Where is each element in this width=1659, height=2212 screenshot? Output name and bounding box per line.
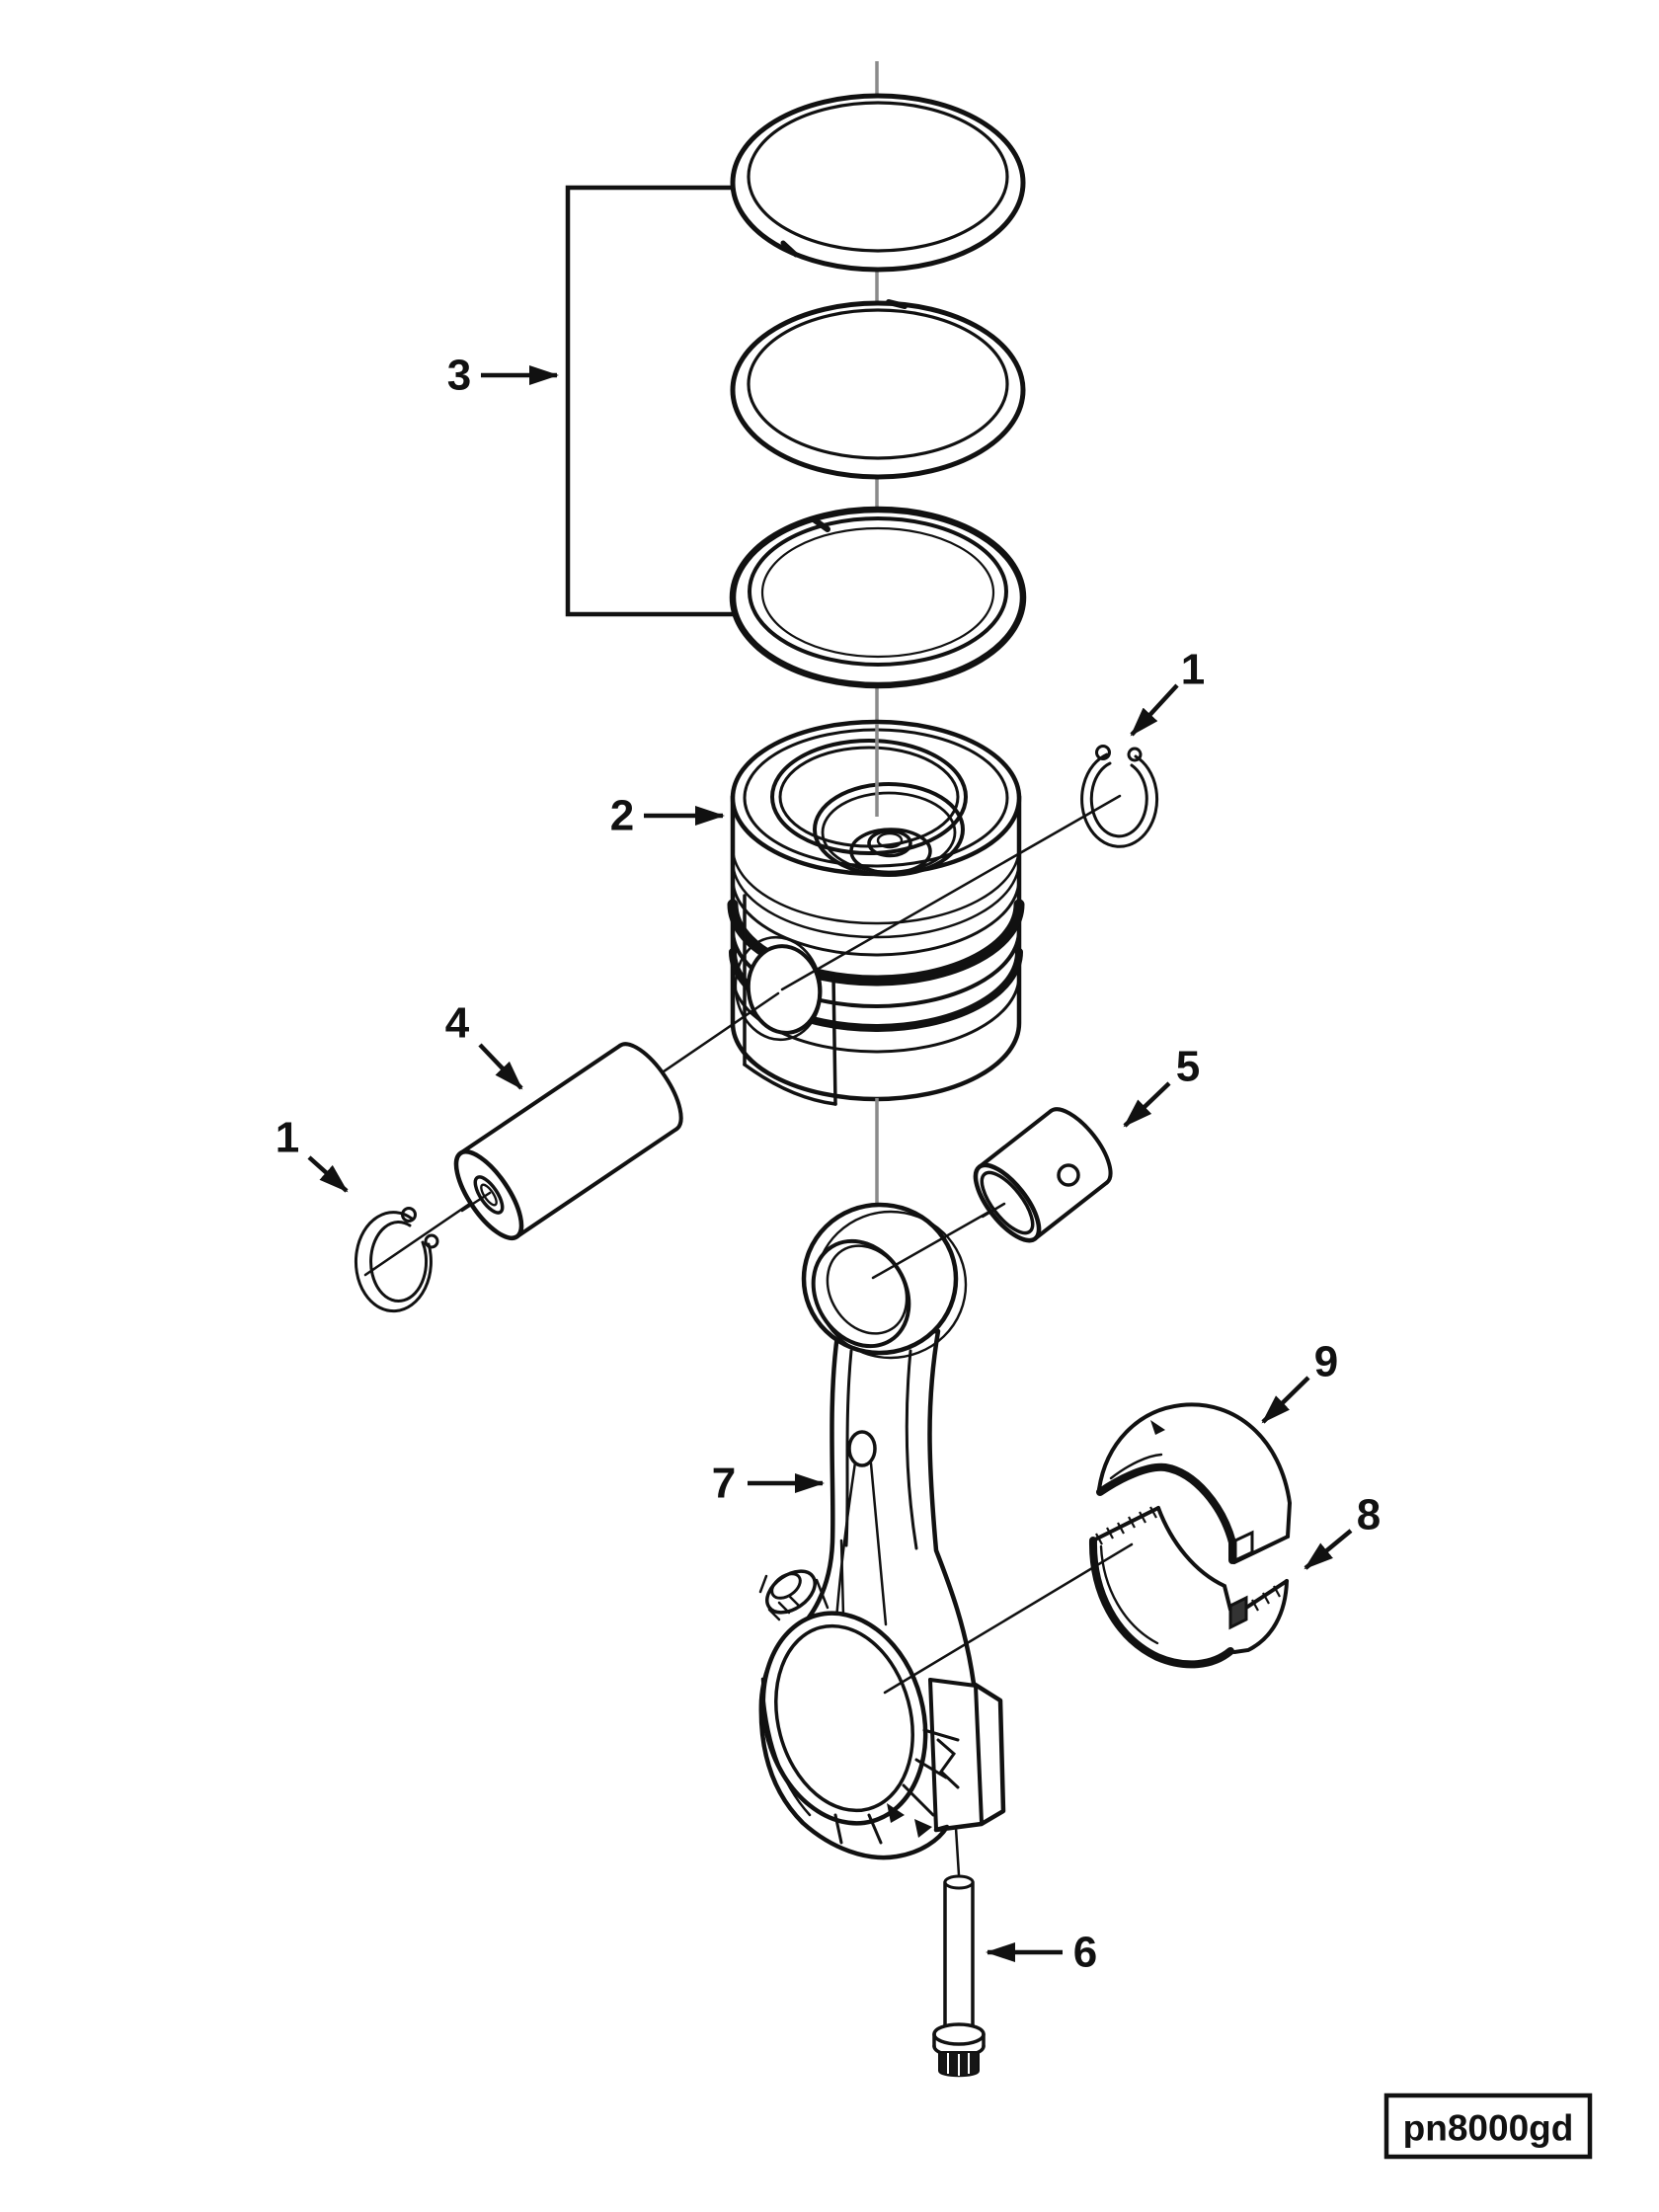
callout-nine: 9 — [1314, 1338, 1338, 1386]
callout-eight-arrow — [1304, 1529, 1353, 1570]
bearing-shell-upper — [1096, 1402, 1293, 1564]
pin-axis-line-face — [460, 1191, 492, 1213]
retaining-ring-right — [1080, 745, 1159, 848]
callout-four-arrow — [478, 1043, 523, 1090]
bushing-oil-hole — [1057, 1163, 1080, 1187]
retaining-ring-left — [354, 1207, 439, 1313]
callout-five-arrow — [1123, 1081, 1171, 1128]
rod-bolt — [932, 1874, 986, 2078]
bushing-axis-line-face — [981, 1202, 1006, 1219]
bolt-flange — [932, 2022, 986, 2046]
callouts: 3 2 1 4 1 5 7 9 8 6 — [276, 352, 1381, 1977]
rod-oil-boss — [847, 1430, 877, 1467]
callout-six: 6 — [1073, 1929, 1097, 1977]
callout-seven: 7 — [712, 1460, 736, 1508]
piston-pin — [453, 1042, 683, 1240]
callout-one-left-arrow — [307, 1155, 349, 1193]
piston-ring-middle — [730, 299, 1026, 480]
part-code-box: pn8000gd — [1383, 2093, 1593, 2160]
pin-bushing — [973, 1107, 1113, 1243]
bolt-axis-line — [954, 1826, 961, 1877]
callout-three: 3 — [447, 352, 471, 400]
callout-nine-arrow — [1261, 1376, 1310, 1424]
bearing-shell-lower — [1088, 1506, 1289, 1669]
bearing-axis-line — [883, 1542, 1134, 1695]
callout-four: 4 — [445, 999, 470, 1048]
piston-ring-top — [730, 93, 1026, 273]
callout-one-right: 1 — [1181, 646, 1205, 694]
pin-axis-line-right — [780, 794, 1122, 991]
callout-eight: 8 — [1357, 1491, 1381, 1540]
piston-ring-oil — [729, 506, 1027, 689]
callout-three-bracket — [565, 185, 736, 617]
piston — [727, 719, 1025, 1106]
connecting-rod — [758, 1202, 1006, 1860]
part-code: pn8000gd — [1403, 2108, 1574, 2149]
piston-bowl — [813, 782, 965, 877]
callout-one-left: 1 — [276, 1114, 299, 1162]
callout-two: 2 — [610, 792, 634, 840]
callout-five: 5 — [1176, 1043, 1200, 1091]
callout-one-right-arrow — [1130, 683, 1179, 737]
